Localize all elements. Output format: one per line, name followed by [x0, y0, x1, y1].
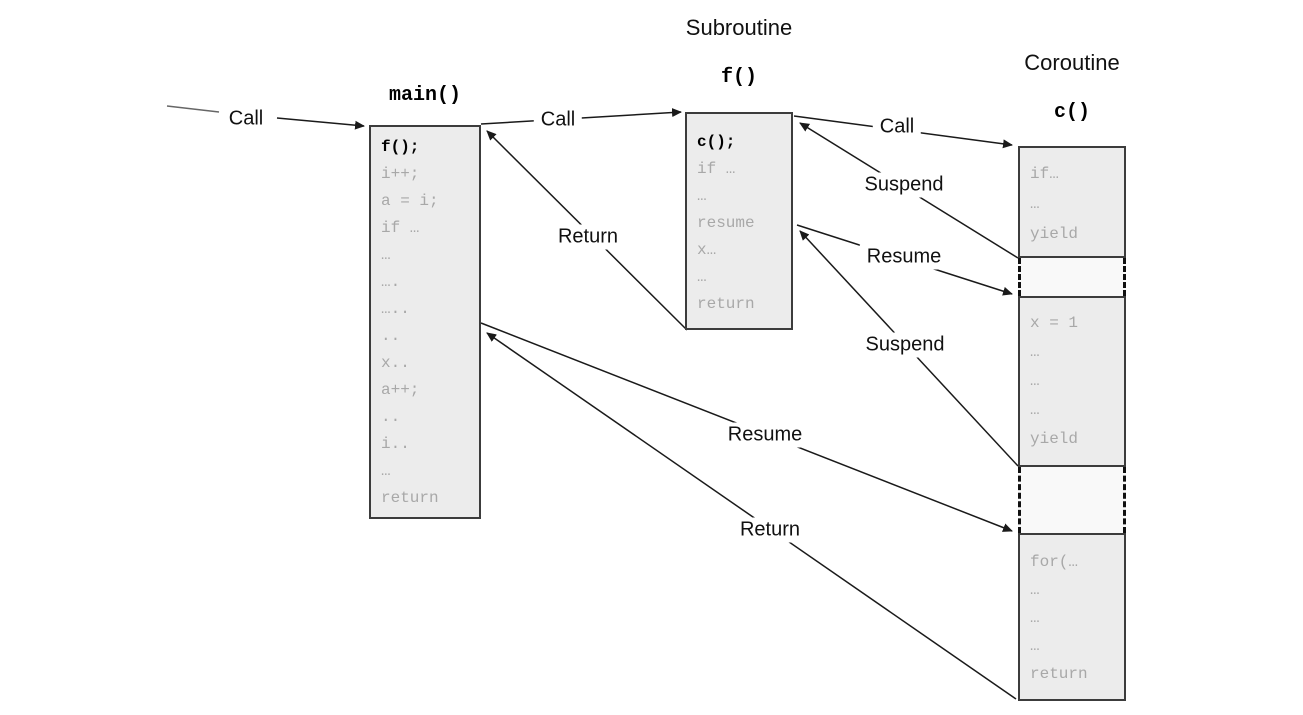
- code-line: …: [1030, 581, 1040, 599]
- code-line: x…: [697, 241, 717, 259]
- c-title: c(): [1053, 101, 1090, 124]
- call-f-label: Call: [533, 107, 583, 133]
- coroutine-suspended-gap-2: [1018, 467, 1126, 533]
- code-line: ..: [381, 408, 401, 426]
- code-line: …: [381, 246, 391, 264]
- code-line: a = i;: [381, 192, 439, 210]
- code-line: …: [697, 187, 707, 205]
- subroutine-header: Subroutine: [685, 15, 793, 40]
- code-line: c();: [697, 133, 736, 151]
- code-line: ….: [381, 273, 401, 291]
- code-line: if…: [1030, 165, 1059, 183]
- code-line: return: [697, 295, 755, 313]
- code-line: yield: [1030, 430, 1079, 448]
- return-c-to-main-arrow: [486, 332, 1017, 700]
- code-line: f();: [381, 138, 420, 156]
- code-line: if …: [697, 160, 736, 178]
- coroutine-suspended-gap-1: [1018, 258, 1126, 296]
- f-title: f(): [720, 66, 757, 89]
- suspend-2-label: Suspend: [858, 332, 952, 358]
- resume-1-label: Resume: [859, 244, 949, 270]
- code-line: resume: [697, 214, 755, 232]
- code-line: …: [1030, 195, 1040, 213]
- code-line: …: [381, 462, 391, 480]
- code-line: …: [1030, 372, 1040, 390]
- code-line: return: [1030, 665, 1088, 683]
- code-line: …..: [381, 300, 410, 318]
- main-title: main(): [388, 84, 461, 107]
- return-f-to-main-label: Return: [550, 224, 626, 250]
- code-line: …: [1030, 343, 1040, 361]
- code-line: i..: [381, 435, 410, 453]
- call-c-label: Call: [872, 114, 922, 140]
- call-main-tail-line: [166, 105, 220, 113]
- call-main-label: Call: [221, 106, 271, 132]
- coroutine-header: Coroutine: [1024, 50, 1120, 75]
- code-line: …: [1030, 401, 1040, 419]
- code-line: …: [1030, 637, 1040, 655]
- coroutine-activation-2-box: x = 1 … … … yield: [1018, 296, 1126, 467]
- suspend-1-label: Suspend: [857, 172, 951, 198]
- code-line: yield: [1030, 225, 1079, 243]
- resume-2-label: Resume: [720, 422, 810, 448]
- call-main-arrow: [276, 117, 365, 130]
- code-line: x..: [381, 354, 410, 372]
- code-line: ..: [381, 327, 401, 345]
- code-line: if …: [381, 219, 420, 237]
- code-line: i++;: [381, 165, 420, 183]
- code-line: a++;: [381, 381, 420, 399]
- code-line: return: [381, 489, 439, 507]
- code-line: …: [1030, 609, 1040, 627]
- code-line: x = 1: [1030, 314, 1079, 332]
- code-line: …: [697, 268, 707, 286]
- return-c-to-main-label: Return: [732, 517, 808, 543]
- coroutine-activation-3-box: for(… … … … return: [1018, 533, 1126, 701]
- code-line: for(…: [1030, 553, 1079, 571]
- main-stack-box: f(); i++; a = i; if … … …. ….... x.. a++;.. i.. … r…: [369, 125, 481, 519]
- coroutine-activation-1-box: if… … yield: [1018, 146, 1126, 258]
- f-stack-box: c(); if … … resume x… … return: [685, 112, 793, 330]
